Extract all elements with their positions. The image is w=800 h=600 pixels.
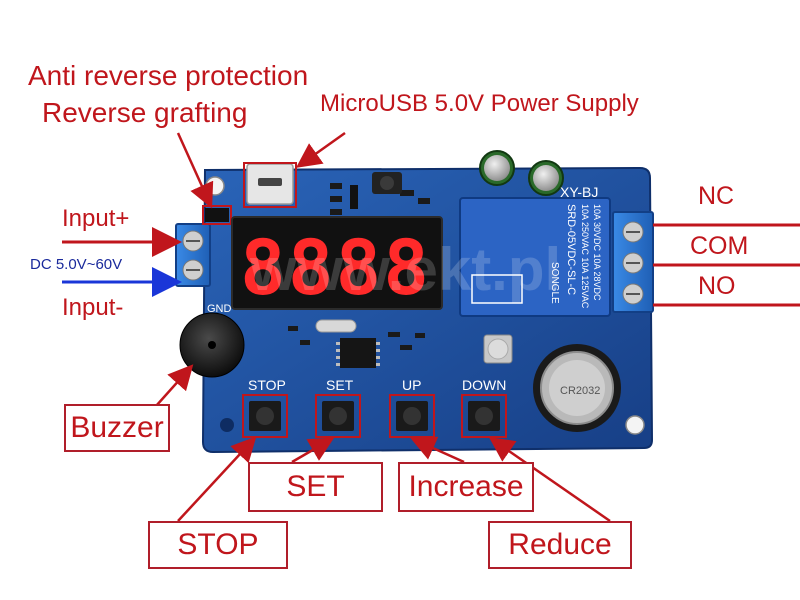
board-model: XY-BJ	[560, 184, 598, 200]
callout-buzzer: Buzzer	[64, 404, 170, 452]
arrow-micro-usb	[295, 131, 346, 168]
smd-components	[288, 183, 430, 350]
input-terminal-block	[175, 223, 211, 287]
callout-set: SET	[248, 462, 383, 512]
battery-label: CR2032	[560, 385, 600, 397]
board-label-set: SET	[326, 377, 354, 393]
seven-segment-display	[231, 216, 443, 310]
label-com: COM	[690, 232, 749, 260]
inductor	[372, 172, 402, 194]
microcontroller-chip	[336, 338, 380, 368]
board-label-stop: STOP	[248, 377, 286, 393]
relay	[459, 197, 611, 317]
callout-increase: Increase	[398, 462, 534, 512]
label-reverse-grafting: Reverse grafting	[42, 97, 248, 128]
arrow-stop	[177, 436, 257, 522]
label-nc: NC	[698, 182, 735, 210]
callout-stop: STOP	[148, 521, 288, 569]
label-micro-usb: MicroUSB 5.0V Power Supply	[320, 90, 639, 117]
watermark: www.ekt.pl	[249, 236, 561, 303]
arrow-anti-reverse	[176, 132, 214, 209]
label-no: NO	[698, 272, 736, 300]
label-dc-range: DC 5.0V~60V	[30, 256, 123, 273]
callout-reduce: Reduce	[488, 521, 632, 569]
relay-model: SRD-05VDC-SL-C	[565, 204, 577, 295]
relay-rating-2: 10A 30VDC 10A 28VDC	[592, 204, 602, 301]
board-label-down: DOWN	[462, 377, 506, 393]
arrow-reduce	[488, 437, 611, 523]
buzzer-component	[179, 312, 245, 378]
relay-rating-1: 10A 250VAC 10A 125VAC	[580, 204, 590, 309]
crystal	[315, 319, 357, 333]
arrow-set	[291, 437, 335, 464]
relay-brand: SONGLE	[549, 262, 560, 304]
output-terminal-block	[612, 211, 654, 313]
protection-diode	[202, 205, 232, 225]
label-input-plus: Input+	[62, 205, 130, 232]
micro-usb-port	[243, 162, 297, 208]
display-digits: 8888	[240, 223, 431, 312]
tactile-buttons	[242, 394, 507, 438]
arrow-increase	[410, 436, 465, 464]
capacitors	[479, 150, 564, 364]
label-input-minus: Input-	[62, 294, 124, 321]
coin-battery	[533, 344, 621, 432]
label-anti-reverse: Anti reverse protection	[28, 60, 309, 91]
board-label-up: UP	[402, 377, 421, 393]
gnd-label: GND	[207, 303, 232, 315]
